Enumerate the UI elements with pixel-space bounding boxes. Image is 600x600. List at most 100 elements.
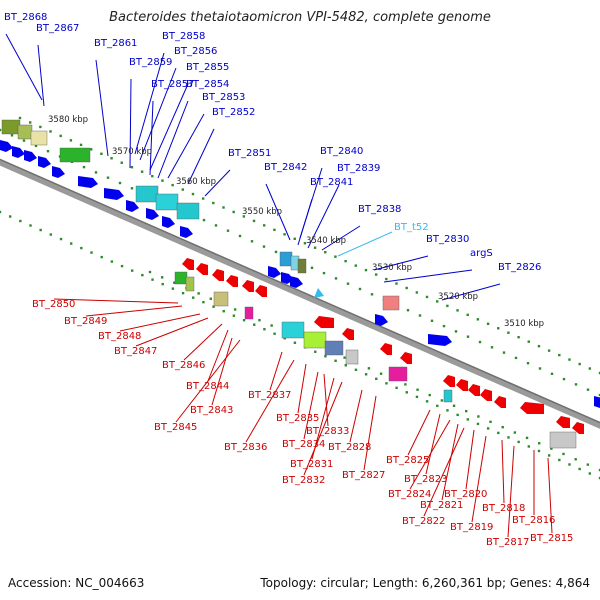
forward-gene-arrow — [12, 146, 25, 158]
accession-label: Accession: NC_004663 — [8, 576, 145, 590]
kbp-label: 3560 kbp — [176, 177, 216, 187]
tick-dot-fwd — [358, 287, 362, 291]
forward-leader — [134, 52, 165, 155]
forward-gene-label: BT_2856 — [174, 46, 217, 57]
forward-leader — [297, 198, 313, 246]
tick-dot-fwd — [562, 377, 566, 381]
reverse-gene-arrow — [380, 343, 392, 355]
tick-dot-inner — [232, 314, 236, 317]
tick-dot-rev — [209, 297, 213, 300]
trna-marker — [314, 288, 324, 298]
tick-dot-inner — [476, 422, 480, 426]
tick-dot-inner — [425, 400, 429, 403]
tick-dot-outer — [446, 304, 449, 308]
forward-gene-label: BT_2853 — [202, 92, 245, 103]
reverse-gene-arrow — [456, 379, 468, 391]
tick-dot-outer — [303, 242, 307, 245]
forward-gene-arrow — [52, 166, 65, 178]
tick-dot-inner — [202, 300, 205, 304]
gene-block — [155, 193, 179, 211]
reverse-gene-label: BT_2820 — [444, 489, 487, 500]
tick-dot-rev — [148, 270, 152, 274]
reverse-gene-label: BT_2836 — [224, 442, 267, 453]
gene-block — [135, 185, 159, 203]
tick-dot-outer — [49, 130, 52, 133]
tick-dot-inner — [8, 215, 12, 218]
reverse-gene-label: BT_2833 — [306, 426, 349, 437]
forward-gene-label: BT_2857 — [151, 79, 194, 90]
tick-dot-inner — [558, 458, 561, 462]
kbp-label: 3520 kbp — [438, 292, 478, 302]
tick-dot-rev — [477, 415, 480, 418]
tick-dot-inner — [314, 350, 317, 353]
reverse-gene-label: BT_2832 — [282, 475, 325, 486]
tick-dot-outer — [385, 277, 388, 281]
reverse-leader — [407, 409, 431, 456]
forward-gene-arrow — [428, 334, 452, 346]
forward-leader — [95, 59, 109, 157]
reverse-gene-arrow — [196, 263, 208, 275]
tick-dot-inner — [181, 291, 185, 295]
forward-leader — [187, 128, 215, 185]
tick-dot-rev — [258, 318, 261, 322]
tick-dot-outer — [273, 228, 276, 232]
tick-dot-outer — [222, 206, 225, 209]
genome-summary: Topology: circular; Length: 6,260,361 bp… — [260, 576, 590, 590]
tick-dot-inner — [568, 463, 571, 466]
tick-dot-outer — [151, 174, 154, 178]
tick-dot-fwd — [34, 144, 38, 148]
tick-dot-inner — [253, 323, 256, 326]
gene-block — [244, 306, 254, 320]
tick-dot-fwd — [0, 128, 2, 132]
reverse-gene-label: BT_2822 — [402, 516, 445, 527]
forward-gene-label: BT_2868 — [4, 12, 47, 23]
forward-leader — [383, 269, 473, 283]
tick-dot-fwd — [130, 187, 134, 190]
tick-dot-outer — [171, 183, 174, 187]
reverse-gene-label: BT_2848 — [98, 331, 141, 342]
tick-dot-outer — [283, 233, 286, 236]
tick-dot-inner — [100, 255, 103, 259]
gene-block — [1, 119, 21, 135]
tick-dot-fwd — [250, 240, 254, 243]
reverse-gene-arrow — [255, 285, 267, 297]
tick-dot-inner — [354, 368, 358, 371]
kbp-label: 3570 kbp — [112, 147, 152, 157]
reverse-gene-arrow — [314, 316, 334, 328]
gene-block — [324, 340, 344, 356]
map-title: Bacteroides thetaiotaomicron VPI-5482, c… — [109, 10, 491, 25]
tick-dot-fwd — [22, 139, 26, 142]
reverse-gene-label: BT_2831 — [290, 459, 333, 470]
tick-dot-outer — [130, 166, 134, 169]
tick-dot-inner — [385, 382, 388, 385]
forward-gene-label: BT_2855 — [186, 62, 229, 73]
tick-dot-outer — [79, 143, 83, 147]
tick-dot-fwd — [46, 150, 50, 153]
reverse-gene-label: BT_2828 — [328, 442, 371, 453]
gene-block — [345, 349, 359, 365]
feature-blocks — [0, 119, 600, 449]
reverse-gene-label: BT_2827 — [342, 470, 385, 481]
tick-dot-inner — [497, 431, 500, 435]
tick-dot-rev — [270, 324, 273, 327]
tick-dot-fwd — [430, 319, 434, 322]
tick-dot-outer — [568, 358, 571, 361]
tick-dot-outer — [90, 148, 93, 151]
tick-dot-fwd — [466, 335, 470, 338]
tick-dot-inner — [293, 341, 297, 344]
forward-gene-arrow — [375, 314, 388, 326]
reverse-leader — [507, 445, 515, 538]
tick-dot-outer — [354, 264, 357, 267]
reverse-leader — [465, 429, 475, 490]
tick-dot-outer — [324, 251, 327, 254]
tick-dot-rev — [452, 404, 456, 407]
tick-dot-inner — [19, 219, 22, 223]
tick-dot-inner — [80, 246, 83, 250]
reverse-leader — [269, 351, 283, 391]
trna-gene-label: BT_t52 — [394, 222, 429, 233]
tick-dot-outer — [456, 309, 459, 312]
tick-dot-fwd — [514, 356, 518, 360]
tick-dot-fwd — [550, 372, 554, 375]
tick-dot-rev — [513, 431, 517, 434]
